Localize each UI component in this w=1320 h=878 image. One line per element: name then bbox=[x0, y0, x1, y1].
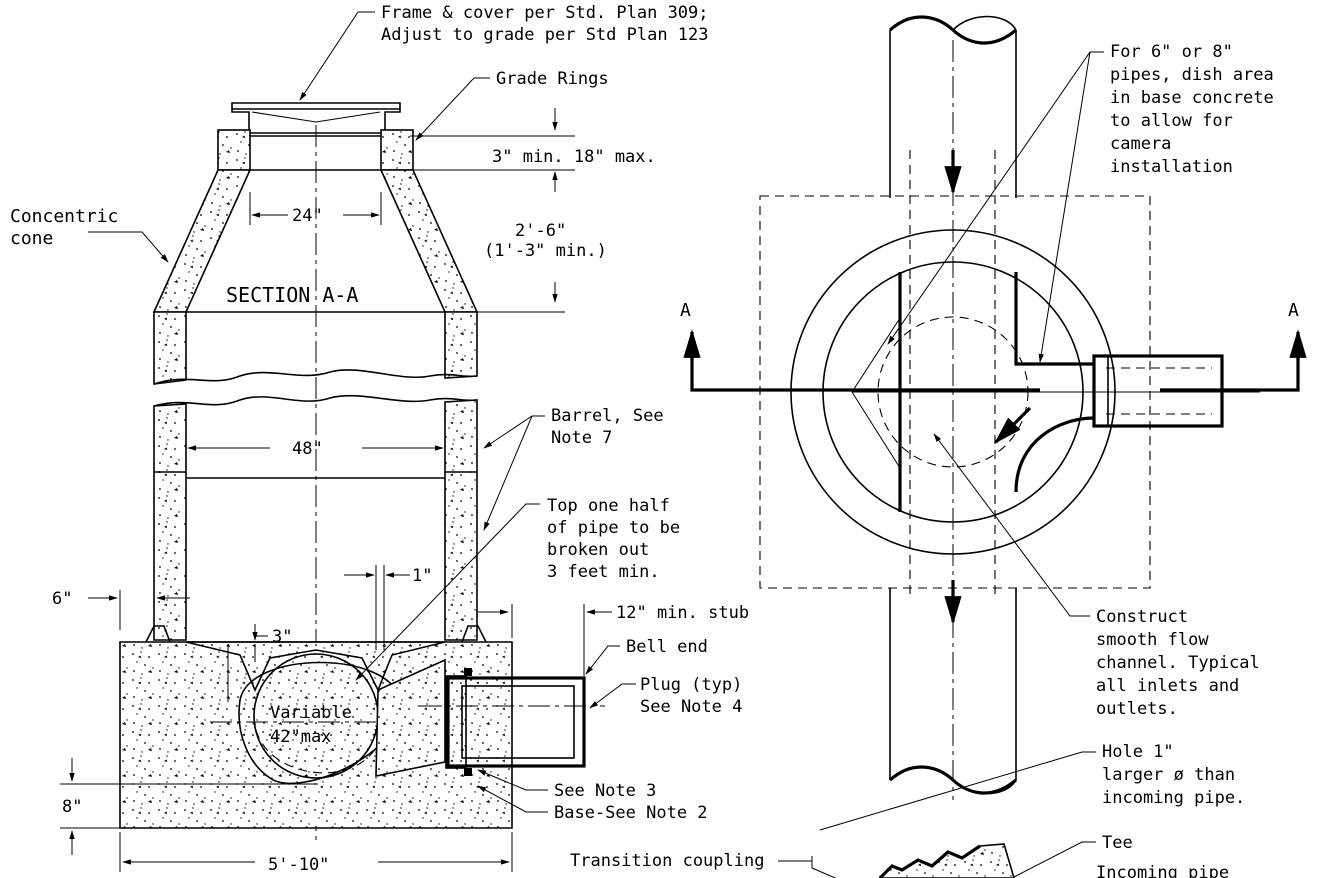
section-mark-right: A bbox=[1288, 300, 1299, 321]
channel-label-3: channel. Typical bbox=[1096, 653, 1260, 673]
section-title: SECTION A-A bbox=[226, 283, 358, 307]
barrel-label-1: Barrel, See bbox=[551, 406, 664, 426]
note-3-label: See Note 3 bbox=[554, 781, 656, 801]
variable-label: Variable bbox=[270, 703, 352, 723]
dim-48-label: 48" bbox=[292, 439, 323, 459]
top-half-label-3: broken out bbox=[547, 540, 649, 560]
grade-ring-right bbox=[380, 129, 414, 171]
bell-end-label: Bell end bbox=[626, 637, 708, 657]
dish-label-1: For 6" or 8" bbox=[1110, 42, 1233, 62]
dim-5-10-label: 5'-10" bbox=[268, 855, 329, 875]
grade-ring-left bbox=[217, 129, 251, 171]
dish-label-2: pipes, dish area bbox=[1110, 65, 1274, 85]
plug-label-2: See Note 4 bbox=[640, 697, 742, 717]
dish-label-4: to allow for bbox=[1110, 111, 1233, 131]
base-label: Base-See Note 2 bbox=[554, 803, 708, 823]
top-half-label-2: of pipe to be bbox=[547, 518, 680, 538]
cone-height-label-2: (1'-3" min.) bbox=[484, 241, 607, 261]
grade-rings-label: Grade Rings bbox=[496, 69, 609, 89]
cone-label-1: Concentric bbox=[10, 206, 118, 227]
frame-cover-label-2: Adjust to grade per Std Plan 123 bbox=[381, 25, 709, 45]
dim-6-label: 6" bbox=[52, 589, 72, 609]
hole-label-3: incoming pipe. bbox=[1102, 788, 1245, 808]
top-half-label-1: Top one half bbox=[547, 496, 670, 516]
channel-label-4: all inlets and bbox=[1096, 676, 1239, 696]
cone-height-label-1: 2'-6" bbox=[515, 221, 566, 241]
cone-wall-right bbox=[379, 169, 479, 313]
dim-24-label: 24" bbox=[292, 206, 323, 226]
frame-cover-label-1: Frame & cover per Std. Plan 309; bbox=[381, 3, 709, 23]
tap-detail: Hole 1" larger ø than incoming pipe. Tee… bbox=[570, 742, 1245, 878]
top-half-label-4: 3 feet min. bbox=[547, 562, 660, 582]
barrel-wall-left bbox=[153, 403, 187, 641]
channel-label-2: smooth flow bbox=[1096, 630, 1209, 650]
barrel-wall-right bbox=[444, 399, 478, 641]
max-42-label: 42"max bbox=[270, 727, 331, 747]
plug-label-1: Plug (typ) bbox=[640, 675, 742, 695]
dim-3-label: 3" bbox=[272, 627, 292, 647]
dim-1-label: 1" bbox=[412, 566, 432, 586]
rings-dim-label: 3" min. 18" max. bbox=[492, 147, 656, 167]
dish-label-3: in base concrete bbox=[1110, 88, 1274, 108]
tee-fitting bbox=[878, 843, 1015, 878]
incoming-pipe-label: Incoming pipe bbox=[1096, 863, 1229, 878]
dish-label-5: camera bbox=[1110, 134, 1171, 154]
channel-label-1: Construct bbox=[1096, 607, 1188, 627]
plan-view: A A For 6" or 8" pipes, dish area in bas… bbox=[680, 15, 1307, 800]
dim-8-label: 8" bbox=[62, 797, 82, 817]
stub-label: 12" min. stub bbox=[616, 603, 749, 623]
transition-coupling-label: Transition coupling bbox=[570, 851, 764, 871]
dish-label-6: installation bbox=[1110, 157, 1233, 177]
tee-label: Tee bbox=[1102, 833, 1133, 853]
section-a-a-view: Frame & cover per Std. Plan 309; Adjust … bbox=[10, 3, 749, 875]
section-mark-left: A bbox=[680, 300, 691, 321]
hole-label-2: larger ø than bbox=[1102, 765, 1235, 785]
barrel-label-2: Note 7 bbox=[551, 428, 612, 448]
stub-pipe bbox=[446, 676, 586, 768]
cone-label-2: cone bbox=[10, 228, 53, 249]
hole-label-1: Hole 1" bbox=[1102, 742, 1174, 762]
channel-label-5: outlets. bbox=[1096, 699, 1178, 719]
